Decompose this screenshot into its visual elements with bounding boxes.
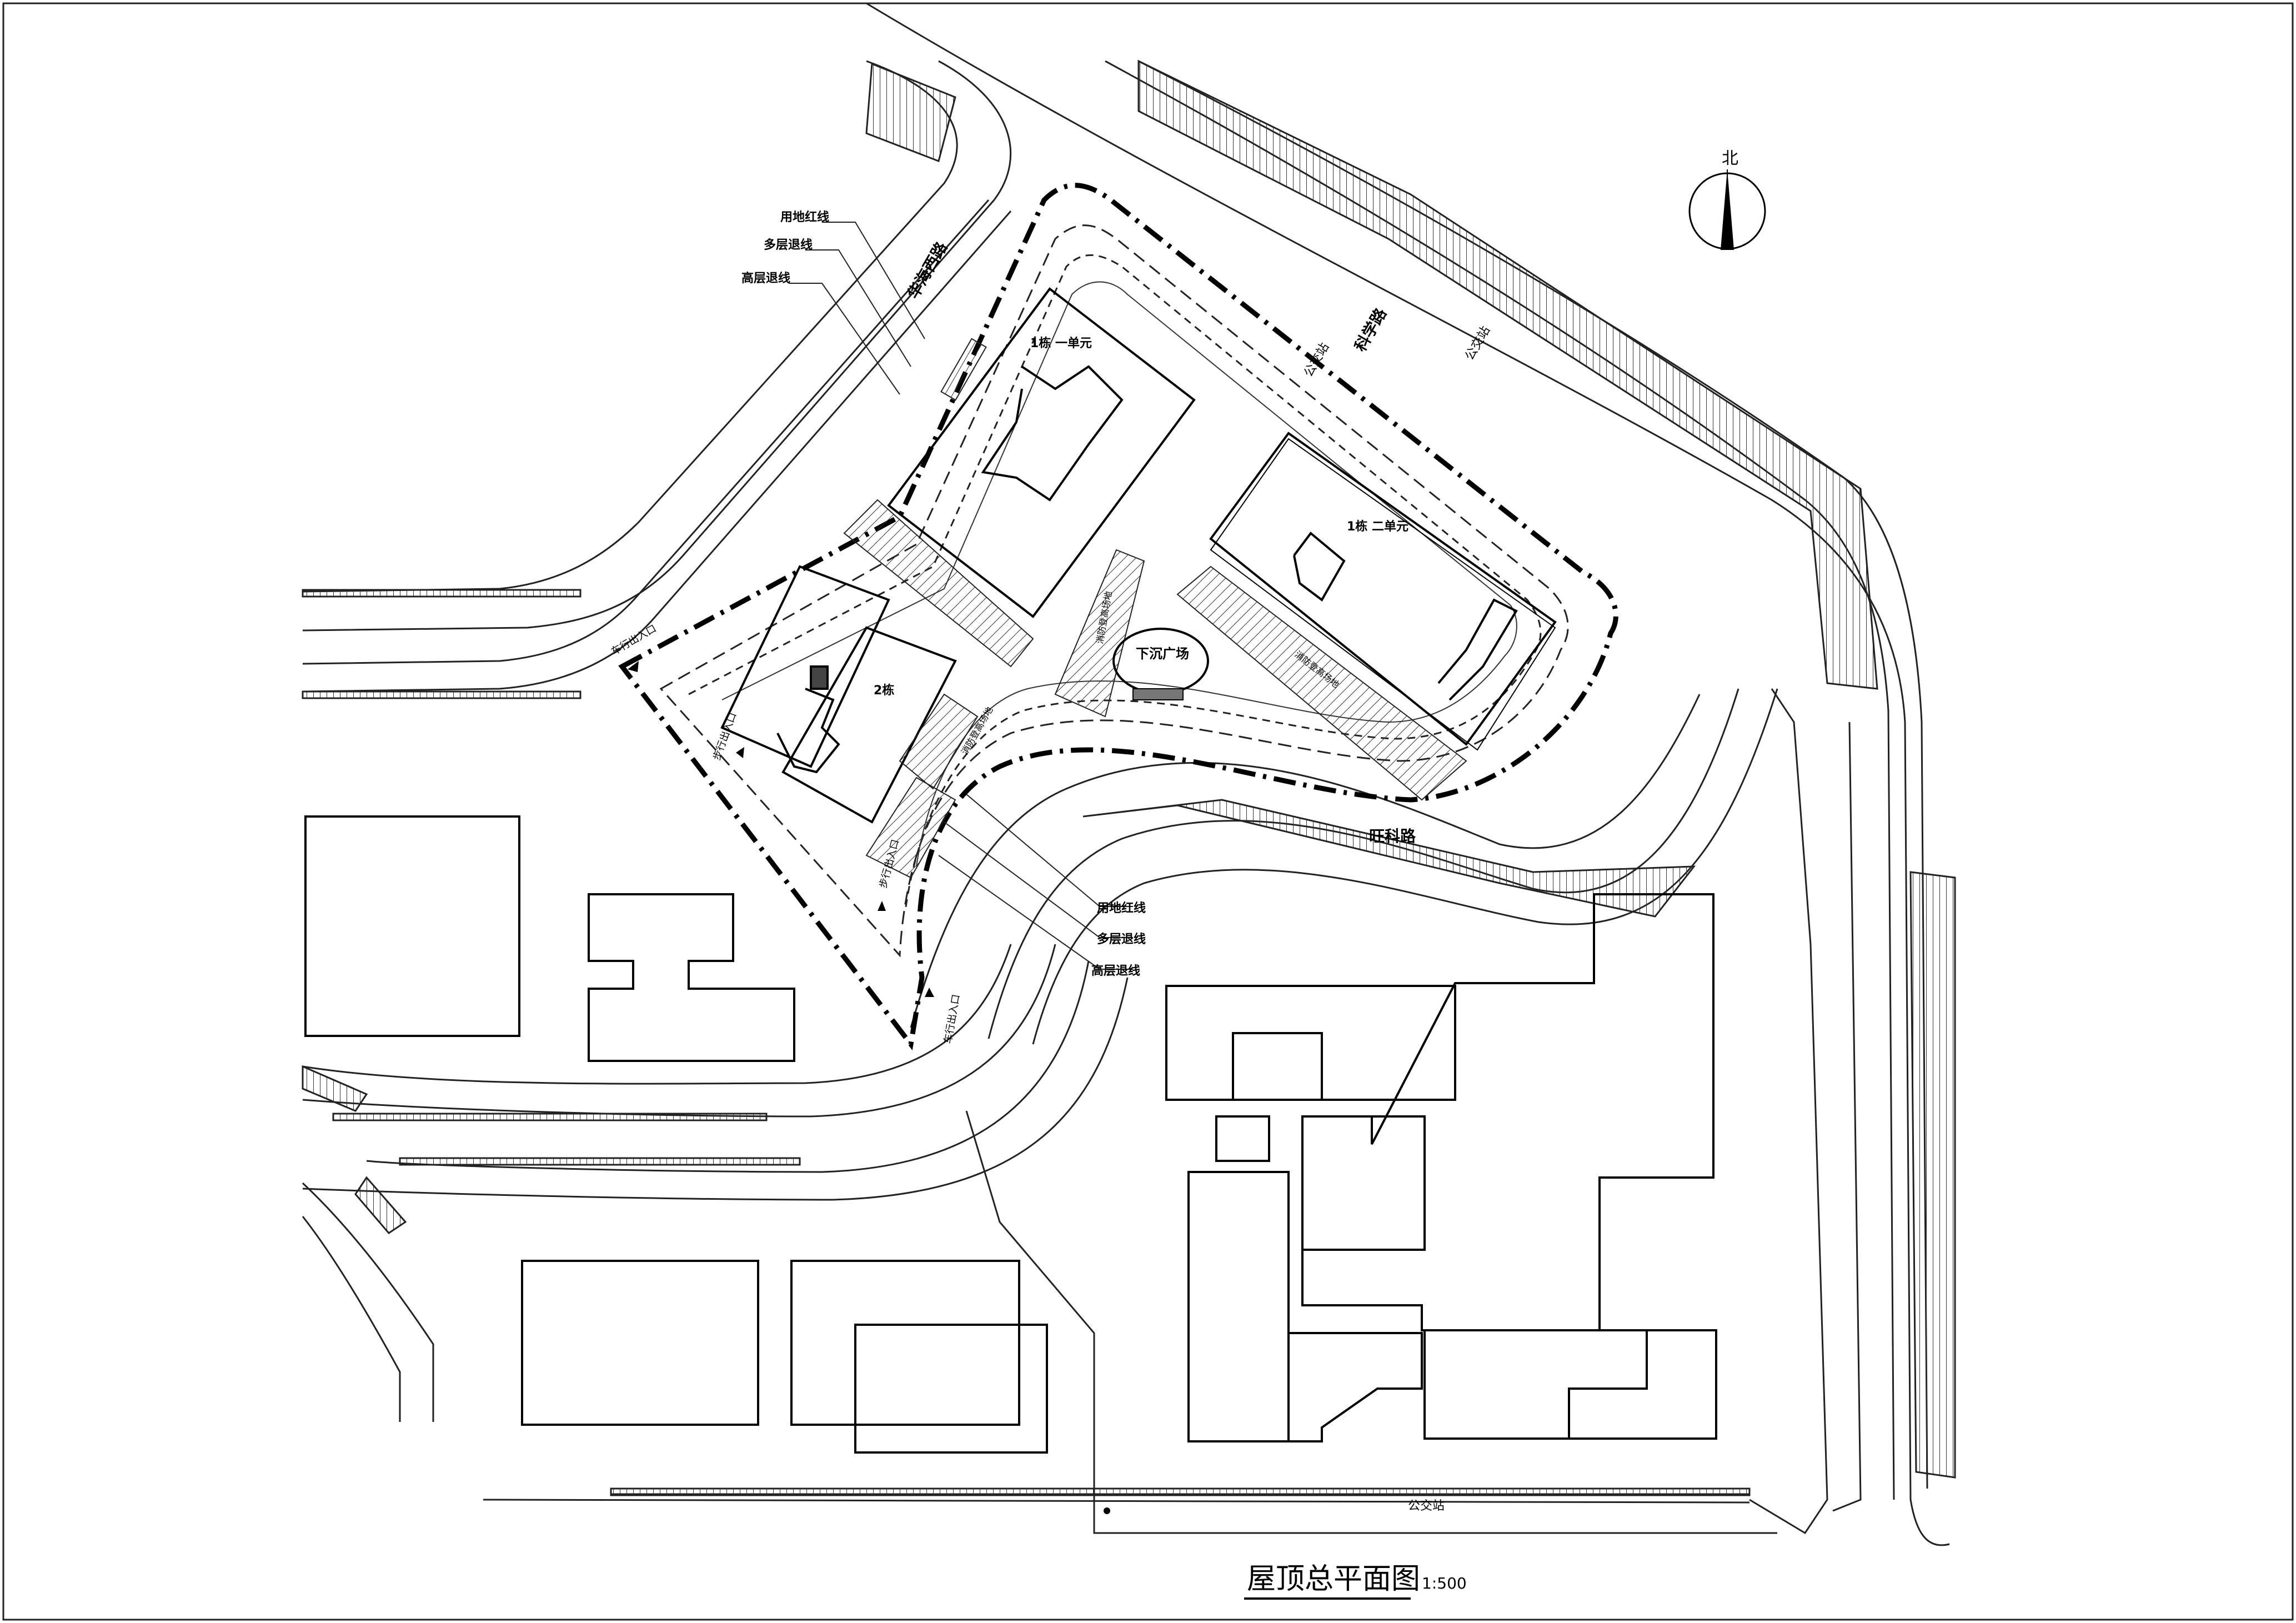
building-2: [720, 565, 957, 824]
drawing-title: 屋顶总平面图: [1247, 1562, 1420, 1596]
road-wangke: [302, 688, 1778, 1422]
road-keji: [866, 2, 1956, 1546]
road-name-keji: 科学路: [1351, 304, 1390, 354]
callout-red-line-top: 用地红线: [780, 210, 829, 224]
building-label-b2: 2栋: [874, 683, 894, 698]
stair-mark: [940, 338, 987, 401]
north-label: 北: [1722, 149, 1738, 168]
building-1-unit-2: [1209, 432, 1557, 751]
bus-stop-label: 公交站: [1302, 340, 1332, 379]
bus-stop-label: 公交站: [1408, 1499, 1445, 1513]
entrance-arrow-icon: [736, 747, 744, 758]
callout-high-setback-top: 高层退线: [741, 271, 790, 285]
drawing-scale: 1:500: [1422, 1574, 1467, 1592]
road-tick-band: [332, 1113, 768, 1121]
building-label-b1-unit2: 1栋 二单元: [1347, 519, 1408, 534]
callout-multi-setback-bottom: 多层退线: [1097, 932, 1146, 946]
hatched-areas: [843, 499, 1467, 879]
bus-stop-dot: [1104, 1507, 1110, 1514]
road-tick-band: [302, 690, 581, 699]
existing-buildings: [304, 815, 1717, 1454]
road-name-wangke: 旺科路: [1369, 827, 1416, 845]
road-name-huahai: 华海西路: [904, 238, 951, 302]
entrance-ped-1: 步行出入口: [711, 711, 739, 762]
building-1-unit-1: [887, 287, 1196, 618]
road-tick-band: [399, 1157, 801, 1166]
road-bottom: [483, 688, 1862, 1535]
plaza-label: 下沉广场: [1136, 646, 1189, 662]
callout-high-setback-bottom: 高层退线: [1091, 964, 1140, 978]
site-red-line: [618, 183, 1618, 1050]
callout-red-line-bottom: 用地红线: [1097, 901, 1146, 915]
road-tick-band: [302, 589, 581, 598]
plaza-steps: [1132, 688, 1184, 700]
entrance-arrow-icon: [925, 988, 934, 997]
callout-leaders: [789, 222, 1133, 970]
entrance-arrow-icon: [628, 661, 639, 672]
road-upper-left: [302, 60, 1012, 699]
callout-multi-setback-top: 多层退线: [764, 238, 813, 252]
bus-stop-label: 公交站: [1463, 324, 1493, 363]
building-label-b1-unit1: 1栋 一单元: [1030, 336, 1092, 350]
road-tick-band: [610, 1487, 1751, 1496]
entrance-vehicle-2: 车行出入口: [942, 994, 962, 1045]
entrance-arrow-icon: [878, 901, 886, 911]
north-arrow-icon: [1688, 169, 1766, 250]
